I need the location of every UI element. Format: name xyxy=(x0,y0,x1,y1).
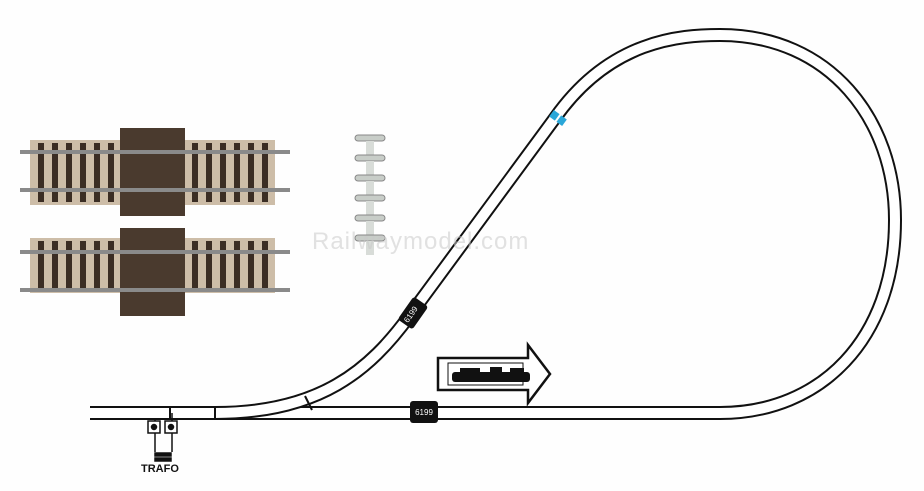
clip-connector xyxy=(366,161,374,175)
track-reversing-loop xyxy=(214,27,903,420)
track-tie xyxy=(80,143,86,202)
track-tie xyxy=(66,143,72,202)
isolating-clip xyxy=(354,214,386,222)
track-tie xyxy=(38,143,44,202)
clip-connector xyxy=(366,241,374,255)
track-tie xyxy=(192,143,198,202)
track-tie xyxy=(248,143,254,202)
clip-connector xyxy=(366,181,374,195)
isolating-clip xyxy=(354,154,386,162)
track-tie xyxy=(94,143,100,202)
isolating-clip xyxy=(354,134,386,142)
track-tie xyxy=(262,143,268,202)
track-tie xyxy=(52,241,58,290)
watermark: Railwaymodel.com xyxy=(312,228,530,255)
clip-connector xyxy=(366,141,374,155)
track-tie xyxy=(52,143,58,202)
track-tie xyxy=(94,241,100,290)
track-tie xyxy=(220,143,226,202)
isolating-clip xyxy=(354,194,386,202)
isolating-clip xyxy=(354,174,386,182)
track-tie xyxy=(38,241,44,290)
clip-connector xyxy=(366,221,374,235)
track-tie xyxy=(220,241,226,290)
track-tie xyxy=(206,143,212,202)
blue-marker xyxy=(549,110,567,126)
track-tie xyxy=(206,241,212,290)
direction-arrow xyxy=(436,341,552,407)
track-tie xyxy=(234,143,240,202)
track-tie xyxy=(248,241,254,290)
track-tie xyxy=(66,241,72,290)
clip-label-2: 6199 xyxy=(415,408,433,417)
isolating-clips-strip xyxy=(354,134,386,255)
clip-connector xyxy=(366,201,374,215)
locomotive-icon xyxy=(452,367,530,382)
transformer-connector xyxy=(147,413,178,462)
track-tie xyxy=(262,241,268,290)
isolating-clip-2 xyxy=(410,401,438,423)
isolating-track-piece-2 xyxy=(20,228,290,316)
track-tie xyxy=(192,241,198,290)
track-tie xyxy=(234,241,240,290)
track-tie xyxy=(108,241,114,290)
track-tie xyxy=(80,241,86,290)
track-joints xyxy=(169,395,313,420)
isolating-track-piece-1 xyxy=(20,128,290,216)
track-tie xyxy=(108,143,114,202)
isolating-clip-1 xyxy=(398,297,428,329)
transformer-label: TRAFO xyxy=(141,463,179,475)
